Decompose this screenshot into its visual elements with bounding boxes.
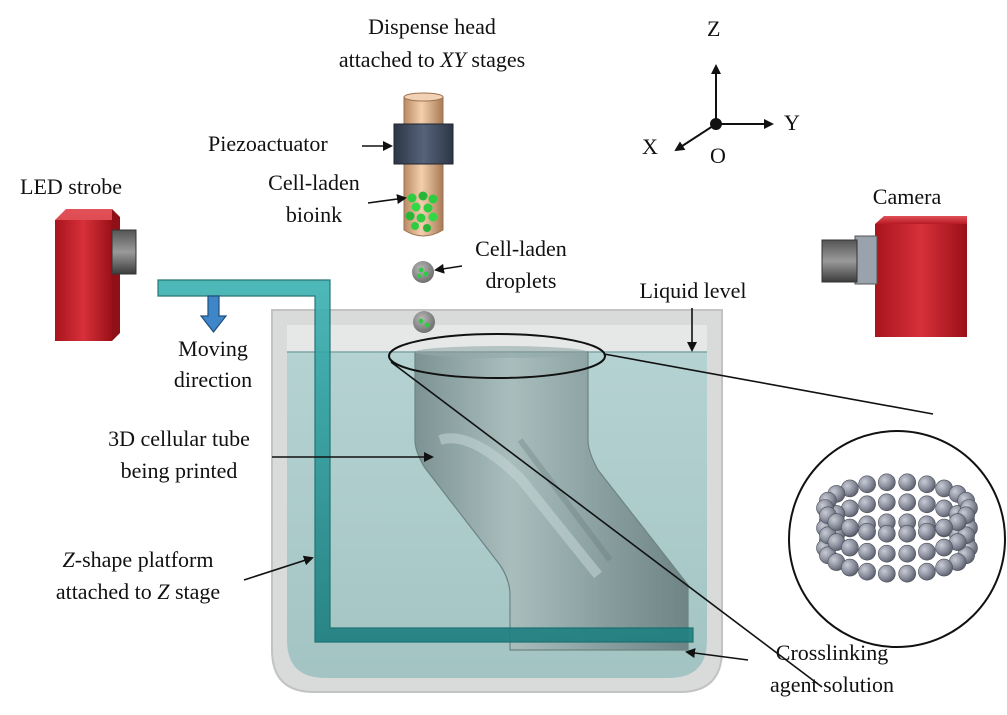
dispense-head	[393, 92, 454, 237]
bioink-cells	[405, 191, 438, 232]
coordinate-axes: Z Y X O	[642, 16, 800, 168]
platform-label-line1: Z-shape platform	[63, 547, 214, 572]
cell-sphere	[858, 562, 876, 581]
cell-sphere	[898, 564, 917, 583]
cell-sphere	[858, 495, 876, 514]
cell-sphere	[898, 544, 917, 563]
moving-direction-label-line2: direction	[174, 367, 252, 392]
axis-x-label: X	[642, 134, 658, 159]
camera-label: Camera	[873, 184, 942, 209]
cell-sphere	[898, 493, 917, 512]
cell-sphere	[858, 475, 876, 494]
cellular-tube-zoom-spheres	[816, 473, 978, 583]
origin-dot	[710, 118, 722, 130]
platform-pointer	[243, 555, 314, 581]
cell-sphere	[935, 558, 953, 577]
moving-direction-label-line1: Moving	[178, 336, 248, 361]
cellular-tube	[414, 346, 689, 651]
cell-sphere	[898, 524, 917, 543]
axis-z-label: Z	[707, 16, 720, 41]
moving-direction-arrow	[199, 295, 228, 333]
crosslinking-label-line1: Crosslinking	[776, 640, 888, 665]
bioink-pointer	[367, 194, 407, 205]
liquid-level-label: Liquid level	[640, 278, 747, 303]
tube-label-line2: being printed	[121, 458, 238, 483]
cell-sphere	[858, 522, 876, 541]
cell-sphere	[877, 473, 896, 492]
labels: Dispense head attached to XY stages Piez…	[20, 14, 941, 697]
cell-sphere	[918, 495, 936, 514]
crosslinking-pointer	[685, 648, 749, 661]
cell-sphere	[877, 564, 896, 583]
led-strobe-label: LED strobe	[20, 174, 122, 199]
cell-laden-droplets	[412, 261, 435, 333]
bioink-label-line2: bioink	[286, 202, 342, 227]
cell-sphere	[918, 522, 936, 541]
dispense-head-label-line2: attached to XY stages	[339, 47, 525, 72]
cell-sphere	[918, 475, 936, 494]
cell-sphere	[935, 518, 953, 537]
pointer-arrows	[243, 141, 749, 661]
cell-sphere	[841, 538, 859, 557]
cell-sphere	[877, 524, 896, 543]
cell-sphere	[841, 558, 859, 577]
camera	[821, 216, 967, 337]
piezoactuator-block	[393, 123, 454, 165]
dispense-head-label-line1: Dispense head	[368, 14, 496, 39]
piezoactuator-label: Piezoactuator	[208, 131, 328, 156]
droplets-pointer	[434, 263, 463, 274]
bioink-label-line1: Cell-laden	[268, 170, 360, 195]
platform-label-line2: attached to Z stage	[56, 579, 220, 604]
cell-sphere	[841, 518, 859, 537]
droplets-label-line1: Cell-laden	[475, 236, 567, 261]
led-strobe	[55, 209, 137, 341]
crosslinking-label-line2: agent solution	[770, 672, 894, 697]
cell-sphere	[935, 538, 953, 557]
cell-sphere	[918, 542, 936, 561]
cell-sphere	[877, 493, 896, 512]
cell-sphere	[858, 542, 876, 561]
cell-sphere	[898, 473, 917, 492]
tube-label-line1: 3D cellular tube	[108, 426, 250, 451]
cell-sphere	[918, 562, 936, 581]
cell-sphere	[877, 544, 896, 563]
axis-origin-label: O	[710, 143, 726, 168]
axis-y-label: Y	[784, 110, 800, 135]
droplets-label-line2: droplets	[486, 268, 557, 293]
